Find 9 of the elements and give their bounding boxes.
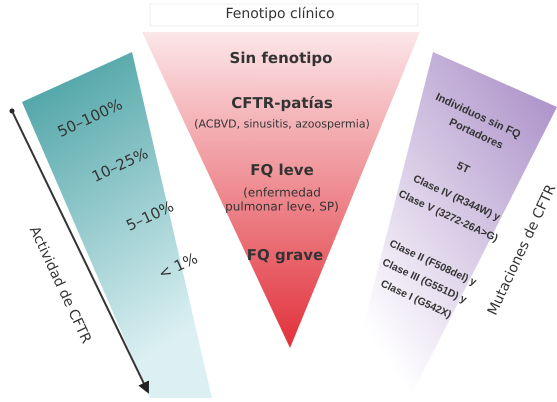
- band-label: (ACBVD, sinusitis, azoospermia): [194, 118, 370, 130]
- band-label: Sin fenotipo: [230, 49, 332, 67]
- section-heading: Fenotipo clínico: [225, 6, 335, 22]
- band-label: FQ leve: [250, 161, 314, 179]
- band-label: FQ grave: [246, 246, 324, 264]
- band-label: (enfermedad pulmonar leve, SP): [224, 186, 340, 214]
- band-label: CFTR-patías: [231, 94, 333, 112]
- band-label: < 1%: [156, 249, 200, 283]
- band-label: 5T: [454, 160, 472, 176]
